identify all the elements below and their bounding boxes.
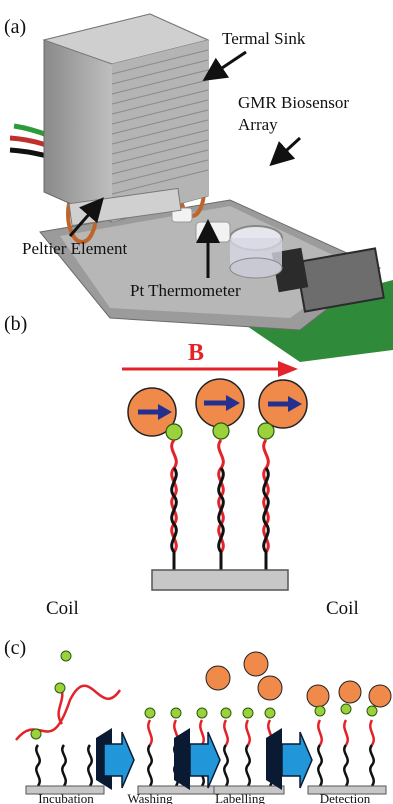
step-label: Incubation bbox=[38, 791, 94, 804]
step-label: Detection bbox=[320, 791, 371, 804]
peltier-label: Peltier Element bbox=[22, 239, 128, 258]
peltier-pointer bbox=[68, 197, 104, 237]
magnetic-bead bbox=[258, 379, 308, 429]
step-labelling: Labelling bbox=[205, 651, 285, 804]
field-arrowhead bbox=[278, 361, 298, 377]
thermometer-label: Pt Thermometer bbox=[130, 281, 241, 300]
gmr-pointer bbox=[269, 136, 302, 167]
thermal-sink-label: Termal Sink bbox=[222, 29, 306, 48]
field-label: B bbox=[188, 340, 204, 366]
dna-strand bbox=[217, 439, 225, 570]
step-label: Washing bbox=[127, 791, 173, 804]
dna-strand bbox=[170, 439, 178, 570]
coil-left-label: Coil bbox=[46, 598, 79, 619]
gmr-label-line2: Array bbox=[238, 115, 278, 134]
step-label: Labelling bbox=[215, 791, 265, 804]
magnetic-beads bbox=[127, 378, 308, 437]
device-photo bbox=[9, 13, 393, 362]
heatsink bbox=[42, 13, 210, 227]
step-arrow bbox=[266, 728, 313, 790]
dna-strands bbox=[170, 439, 270, 570]
gmr-label-line1: GMR Biosensor bbox=[238, 93, 349, 112]
step-detection: Detection bbox=[306, 680, 392, 804]
magnetic-bead bbox=[195, 378, 245, 428]
dna-strand bbox=[262, 439, 270, 570]
panel-a-label: (a) bbox=[4, 16, 26, 38]
panel-c-label: (c) bbox=[4, 637, 26, 659]
linker-dot bbox=[54, 682, 66, 694]
linker-dot bbox=[165, 423, 183, 441]
panel-b-label: (b) bbox=[4, 313, 27, 335]
linker-dot bbox=[257, 422, 275, 440]
magnetic-bead bbox=[127, 387, 177, 437]
panel-a: (a) bbox=[4, 13, 393, 362]
panel-b: (b) B bbox=[4, 313, 359, 619]
panel-c: (c) Incubation bbox=[4, 637, 392, 804]
linker-dot bbox=[212, 422, 230, 440]
linker-dot bbox=[30, 728, 42, 740]
step-arrow bbox=[96, 728, 135, 790]
linker-dot bbox=[60, 650, 72, 662]
coil-right-label: Coil bbox=[326, 598, 359, 619]
thermal-sink-pointer bbox=[202, 50, 247, 81]
sensor-substrate bbox=[151, 569, 289, 591]
biotin-linkers bbox=[165, 422, 275, 441]
step-arrow bbox=[174, 728, 221, 790]
step-incubation: Incubation bbox=[15, 650, 122, 804]
